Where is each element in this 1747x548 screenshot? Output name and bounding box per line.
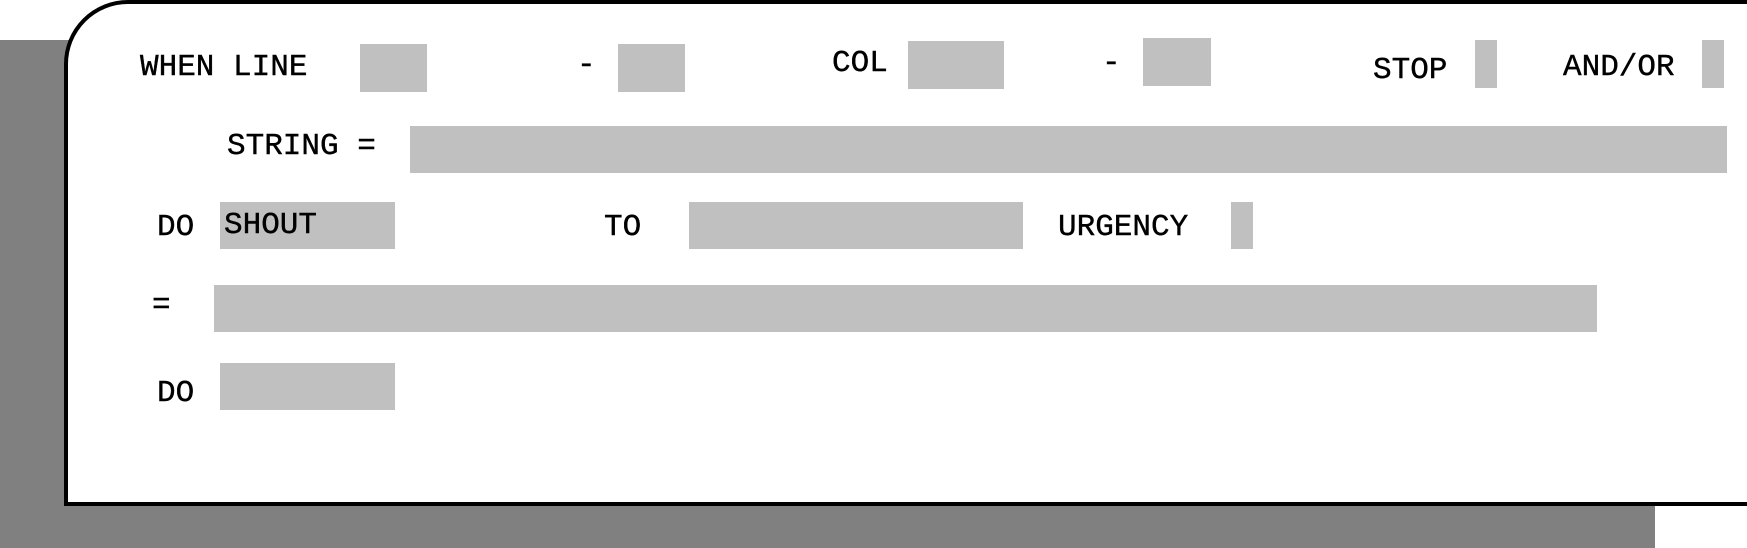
- col-to-field[interactable]: [1143, 38, 1211, 86]
- second-do-label: DO: [157, 376, 195, 411]
- when-line-label: WHEN LINE: [140, 50, 308, 85]
- second-do-field[interactable]: [220, 363, 395, 410]
- line-range-dash: -: [577, 48, 596, 83]
- do-label: DO: [157, 210, 195, 245]
- to-field[interactable]: [689, 202, 1023, 249]
- rule-panel: [64, 0, 1747, 506]
- line-from-field[interactable]: [360, 44, 427, 92]
- string-field[interactable]: [410, 126, 1727, 173]
- string-label: STRING =: [227, 129, 376, 164]
- col-from-field[interactable]: [908, 41, 1004, 89]
- col-label: COL: [832, 46, 888, 81]
- do-field[interactable]: [220, 202, 395, 249]
- message-equals-label: =: [152, 288, 171, 323]
- urgency-field[interactable]: [1231, 202, 1253, 249]
- line-to-field[interactable]: [618, 44, 685, 92]
- urgency-label: URGENCY: [1058, 210, 1189, 245]
- stop-field[interactable]: [1475, 40, 1497, 88]
- andor-field[interactable]: [1702, 40, 1724, 88]
- andor-label: AND/OR: [1563, 50, 1675, 85]
- to-label: TO: [604, 210, 642, 245]
- col-range-dash: -: [1102, 46, 1121, 81]
- stop-label: STOP: [1373, 53, 1448, 88]
- message-field[interactable]: [214, 285, 1597, 332]
